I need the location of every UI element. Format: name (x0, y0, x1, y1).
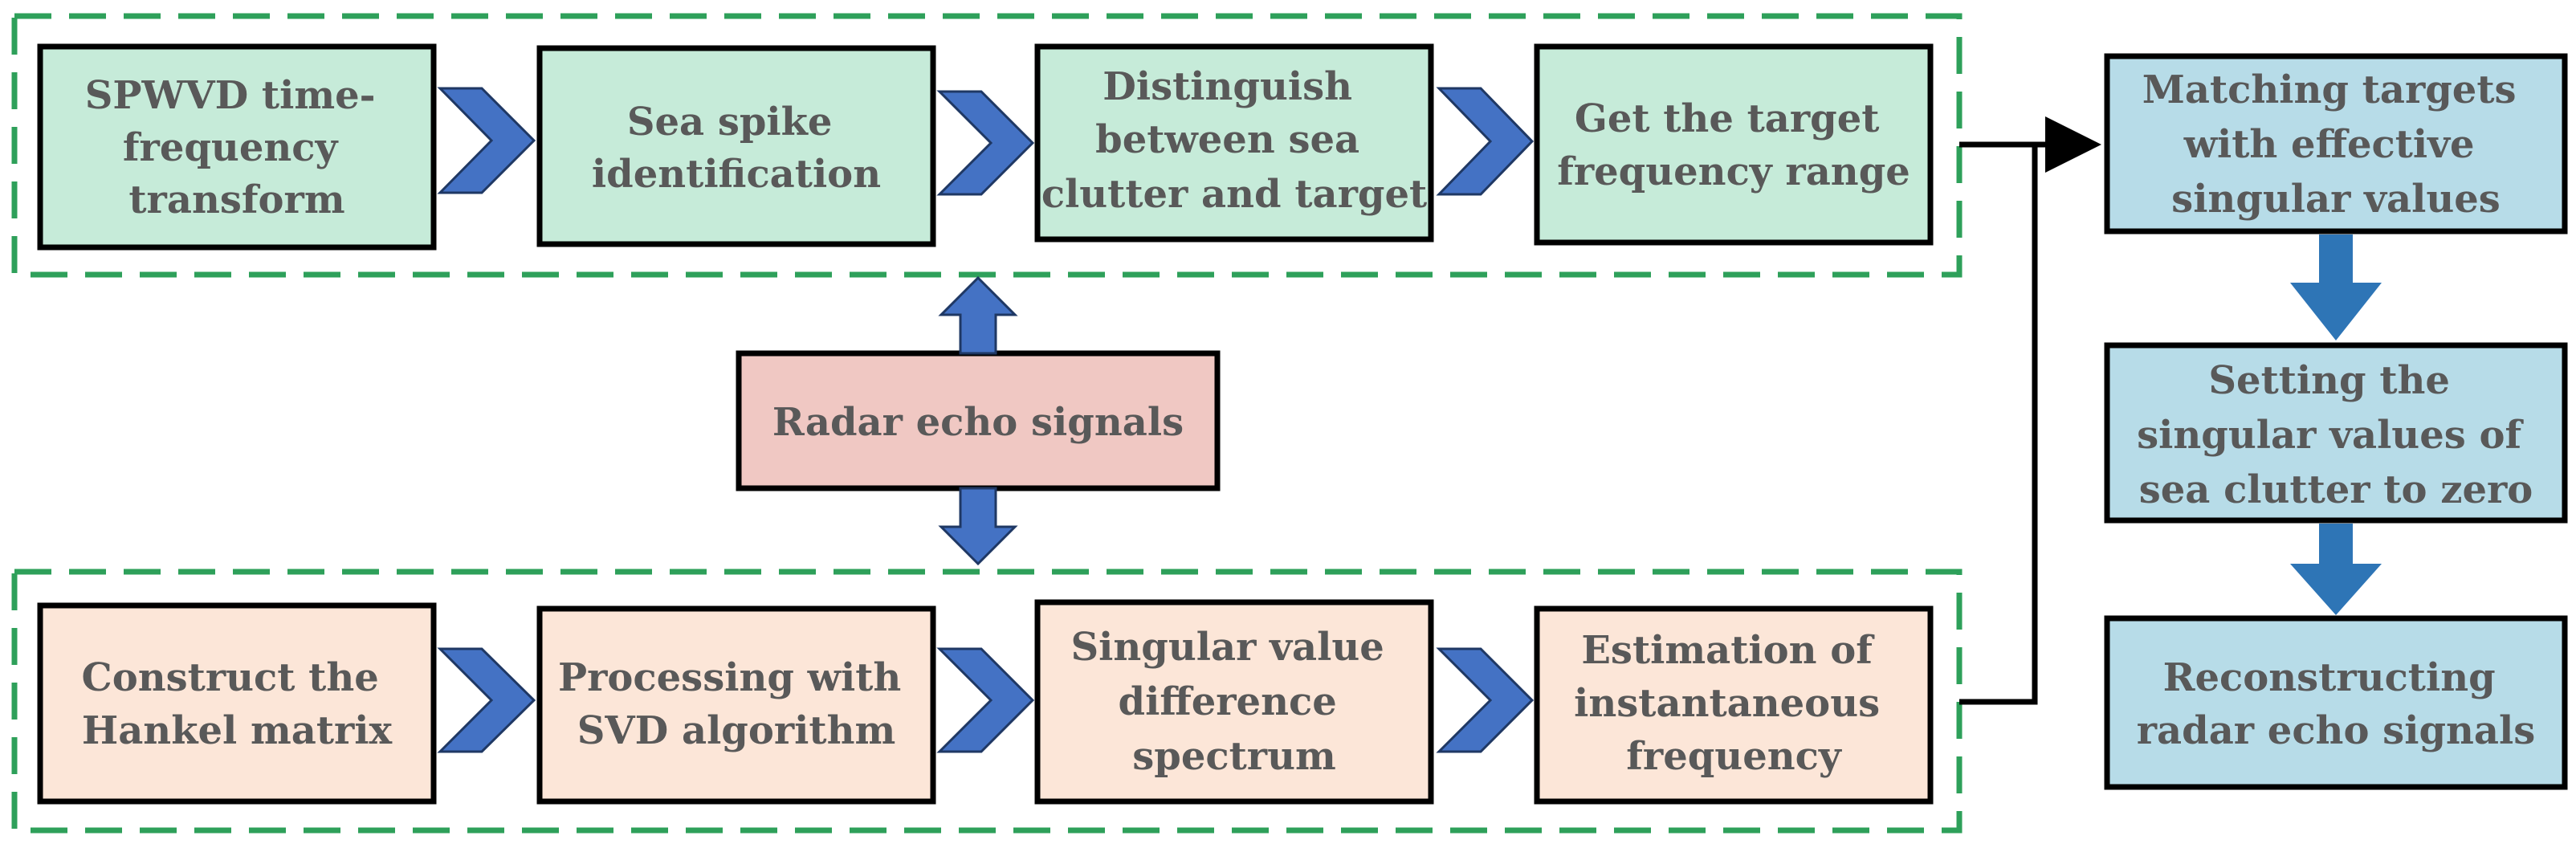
chevron-arrow-top-2 (936, 90, 1035, 196)
top-group-border (11, 13, 1963, 278)
down-arrow-icon (938, 487, 1018, 566)
box-reconstructing-line-2: radar echo signals (2137, 708, 2536, 753)
box-instantaneous-frequency: Estimation of instantaneous frequency (1534, 605, 1934, 805)
svg-text:Get the target frequency: Get the target frequency range (1557, 96, 1910, 194)
box-radar-echo: Radar echo signals (736, 350, 1221, 491)
box-instantaneous-frequency-line-2: instantaneous (1574, 681, 1880, 726)
box-sea-spike-line-2: identification (592, 152, 881, 197)
box-target-frequency-line-2: frequency range (1557, 149, 1910, 194)
box-svd: Processing with SVD algorithm (536, 605, 936, 805)
box-distinguish: Distinguish between sea clutter and targ… (1034, 43, 1434, 243)
svg-text:SPWVD time- frequency: SPWVD time- frequency transform (85, 73, 389, 222)
box-distinguish-line-3: clutter and target (1041, 172, 1427, 217)
box-setting-singular-values: Setting the singular values of sea clutt… (2104, 342, 2568, 524)
chevron-arrow-top-3 (1436, 87, 1535, 196)
svg-text:Radar echo signals: Radar echo signals (772, 400, 1184, 445)
box-difference-spectrum-line-2: difference (1119, 679, 1337, 724)
box-difference-spectrum-line-3: spectrum (1132, 734, 1336, 779)
box-sea-spike: Sea spike identification (536, 45, 936, 247)
box-distinguish-line-1: Distinguish (1103, 64, 1352, 109)
chevron-arrow-bottom-2 (936, 647, 1035, 753)
box-spwvd: SPWVD time- frequency transform (37, 43, 437, 251)
box-setting-line-2: singular values of (2137, 413, 2524, 458)
svg-text:Processing with SVD algo: Processing with SVD algorithm (558, 655, 915, 753)
box-spwvd-line-1: SPWVD time- (85, 73, 376, 118)
box-instantaneous-frequency-line-1: Estimation of (1581, 628, 1875, 673)
svg-text:Singular value differenc: Singular value difference spectrum (1071, 625, 1398, 779)
down-arrow-icon-right-2 (2290, 524, 2382, 615)
box-distinguish-line-2: between sea (1095, 117, 1359, 162)
svg-text:Distinguish between sea: Distinguish between sea clutter and targ… (1041, 64, 1427, 217)
box-setting-line-1: Setting the (2208, 358, 2450, 403)
down-arrow-icon-right-1 (2290, 234, 2382, 340)
svg-text:Sea spike identification: Sea spike identification (592, 100, 881, 197)
box-hankel-line-1: Construct the (82, 655, 379, 700)
up-arrow-icon (938, 275, 1018, 355)
box-matching-targets-line-2: with effective (2183, 122, 2475, 167)
svg-text:Estimation of instantane: Estimation of instantaneous frequency (1574, 628, 1893, 779)
box-sea-spike-line-1: Sea spike (627, 100, 833, 145)
box-reconstructing: Reconstructing radar echo signals (2104, 615, 2568, 790)
chevron-arrow-bottom-1 (437, 647, 536, 753)
box-target-frequency-line-1: Get the target (1575, 96, 1880, 141)
chevron-arrow-top-1 (437, 87, 536, 194)
box-radar-echo-line-1: Radar echo signals (772, 400, 1184, 445)
svg-text:Matching targets with ef: Matching targets with effective singular… (2142, 67, 2530, 222)
svg-text:Setting the singular val: Setting the singular values of sea clutt… (2137, 358, 2535, 512)
svg-text:Reconstructing radar ech: Reconstructing radar echo signals (2137, 655, 2536, 753)
svg-text:Construct the Hankel mat: Construct the Hankel matrix (82, 655, 393, 753)
connector-bottom-line (1959, 145, 2038, 705)
box-instantaneous-frequency-line-3: frequency (1626, 734, 1843, 779)
bottom-group-border (11, 569, 1963, 834)
box-matching-targets-line-1: Matching targets (2142, 67, 2517, 112)
box-reconstructing-line-1: Reconstructing (2163, 655, 2496, 700)
box-spwvd-line-3: transform (128, 177, 344, 222)
chevron-arrow-bottom-3 (1436, 647, 1535, 753)
box-svd-line-1: Processing with (558, 655, 901, 700)
box-difference-spectrum-line-1: Singular value (1071, 625, 1384, 670)
box-matching-targets: Matching targets with effective singular… (2104, 53, 2568, 234)
box-spwvd-line-2: frequency (123, 125, 340, 170)
box-difference-spectrum: Singular value difference spectrum (1034, 599, 1434, 805)
box-hankel: Construct the Hankel matrix (37, 602, 437, 805)
box-svd-line-2: SVD algorithm (577, 708, 896, 753)
box-target-frequency: Get the target frequency range (1534, 43, 1934, 246)
box-hankel-line-2: Hankel matrix (82, 708, 393, 753)
box-setting-line-3: sea clutter to zero (2139, 467, 2533, 512)
box-matching-targets-line-3: singular values (2171, 177, 2501, 222)
